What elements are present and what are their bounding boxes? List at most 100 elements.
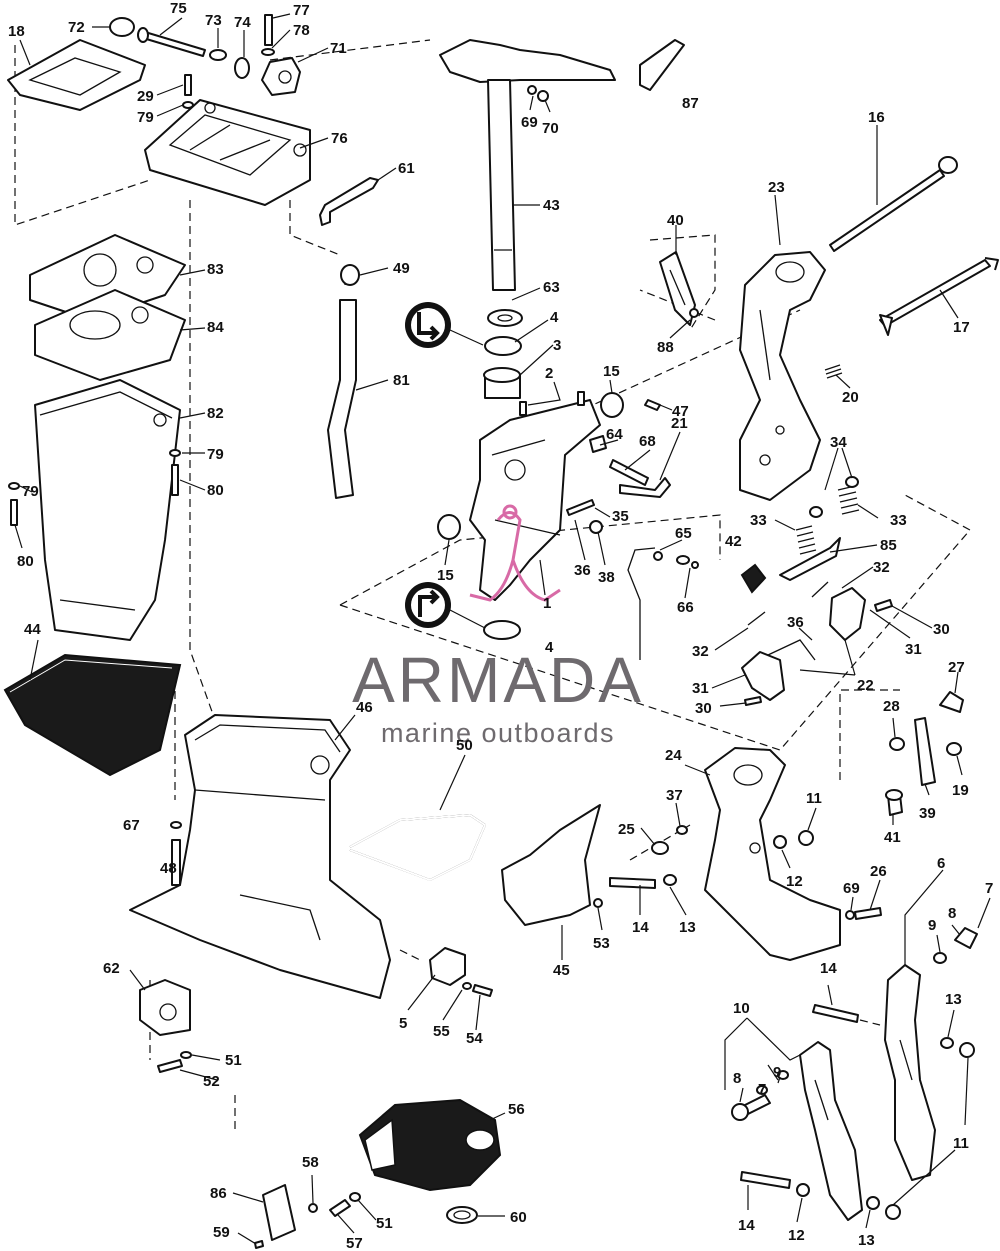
part-18-gasket — [7, 39, 146, 111]
part-15-washer-upper — [600, 392, 624, 418]
label-14-mid: 14 — [632, 919, 649, 936]
label-13-bottom: 13 — [858, 1232, 875, 1249]
label-25: 25 — [618, 821, 635, 838]
label-69-right: 69 — [843, 880, 860, 897]
label-44: 44 — [24, 621, 41, 638]
part-76-housing — [144, 99, 311, 206]
part-84-plate — [34, 289, 186, 381]
label-72: 72 — [68, 19, 85, 36]
label-87: 87 — [682, 95, 699, 112]
label-48: 48 — [160, 860, 177, 877]
label-12-bottom: 12 — [788, 1227, 805, 1244]
label-15-bottom: 15 — [437, 567, 454, 584]
label-23: 23 — [768, 179, 785, 196]
label-78: 78 — [293, 22, 310, 39]
part-56-cover — [358, 1098, 502, 1192]
part-5-plug — [429, 947, 493, 997]
label-56: 56 — [508, 1101, 525, 1118]
label-62: 62 — [103, 960, 120, 977]
label-13-mid: 13 — [679, 919, 696, 936]
hardware-67-48 — [170, 821, 182, 886]
label-36-right: 36 — [787, 614, 804, 631]
part-44-cover — [3, 653, 182, 777]
label-43: 43 — [543, 197, 560, 214]
label-33-right: 33 — [890, 512, 907, 529]
part-24-clamp-bracket — [704, 747, 841, 961]
cable-65-66 — [627, 547, 699, 660]
label-75: 75 — [170, 0, 187, 17]
label-8-right: 8 — [948, 905, 956, 922]
label-86: 86 — [210, 1185, 227, 1202]
label-61: 61 — [398, 160, 415, 177]
label-26: 26 — [870, 863, 887, 880]
label-88: 88 — [657, 339, 674, 356]
label-79-mid: 79 — [207, 446, 224, 463]
label-4-top: 4 — [550, 309, 559, 326]
lubrication-point-icon-top — [405, 302, 484, 348]
label-15-top: 15 — [603, 363, 620, 380]
part-45-cover — [501, 804, 601, 926]
label-82: 82 — [207, 405, 224, 422]
label-11-top: 11 — [806, 790, 822, 807]
label-66: 66 — [677, 599, 694, 616]
label-7-left: 7 — [758, 1081, 766, 1098]
label-80-mid: 80 — [207, 482, 224, 499]
label-50: 50 — [456, 737, 473, 754]
label-13-right: 13 — [945, 991, 962, 1008]
label-73: 73 — [205, 12, 222, 29]
part-4-lower-seal — [483, 620, 521, 640]
right-hardware-top — [885, 691, 964, 816]
label-45: 45 — [553, 962, 570, 979]
label-69-top: 69 — [521, 114, 538, 131]
part-83-gasket — [29, 234, 186, 321]
label-31-left: 31 — [692, 680, 709, 697]
label-68: 68 — [639, 433, 656, 450]
label-53: 53 — [593, 935, 610, 952]
label-76: 76 — [331, 130, 348, 147]
label-34: 34 — [830, 434, 847, 451]
label-28: 28 — [883, 698, 900, 715]
nuts-69-70 — [527, 85, 549, 102]
label-2: 2 — [545, 365, 553, 382]
label-51-top: 51 — [225, 1052, 242, 1069]
label-9-right: 9 — [928, 917, 936, 934]
label-85: 85 — [880, 537, 897, 554]
left-screws — [8, 449, 181, 526]
label-5: 5 — [399, 1015, 407, 1032]
part-49-81 — [327, 264, 360, 499]
label-59: 59 — [213, 1224, 230, 1241]
label-19: 19 — [952, 782, 969, 799]
part-23-clamp-bracket — [739, 251, 826, 501]
label-42: 42 — [725, 533, 742, 550]
label-8-left: 8 — [733, 1070, 741, 1087]
label-41: 41 — [884, 829, 901, 846]
mid-hardware — [519, 391, 661, 534]
label-46: 46 — [356, 699, 373, 716]
watermark-brand: ARMADA — [352, 644, 644, 716]
label-31-right: 31 — [905, 641, 922, 658]
label-55: 55 — [433, 1023, 450, 1040]
label-22: 22 — [857, 677, 874, 694]
part-61-handle — [319, 177, 379, 226]
part-10-bracket — [799, 1041, 863, 1221]
label-71: 71 — [330, 40, 347, 57]
label-39: 39 — [919, 805, 936, 822]
label-83: 83 — [207, 261, 224, 278]
label-37: 37 — [666, 787, 683, 804]
anchor-icon — [469, 511, 561, 602]
lubrication-point-icon-bottom — [405, 582, 486, 629]
label-79-top: 79 — [137, 109, 154, 126]
part-6-bracket — [884, 964, 936, 1181]
label-11-bottom: 11 — [953, 1135, 969, 1152]
part-20-spring — [824, 364, 843, 379]
right-hardware-lower — [593, 825, 882, 920]
label-32-right: 32 — [873, 559, 890, 576]
label-10: 10 — [733, 1000, 750, 1017]
label-7-right: 7 — [985, 880, 993, 897]
label-47: 47 — [672, 403, 689, 420]
label-30-right: 30 — [933, 621, 950, 638]
label-36: 36 — [574, 562, 591, 579]
label-51-bottom: 51 — [376, 1215, 393, 1232]
label-63: 63 — [543, 279, 560, 296]
